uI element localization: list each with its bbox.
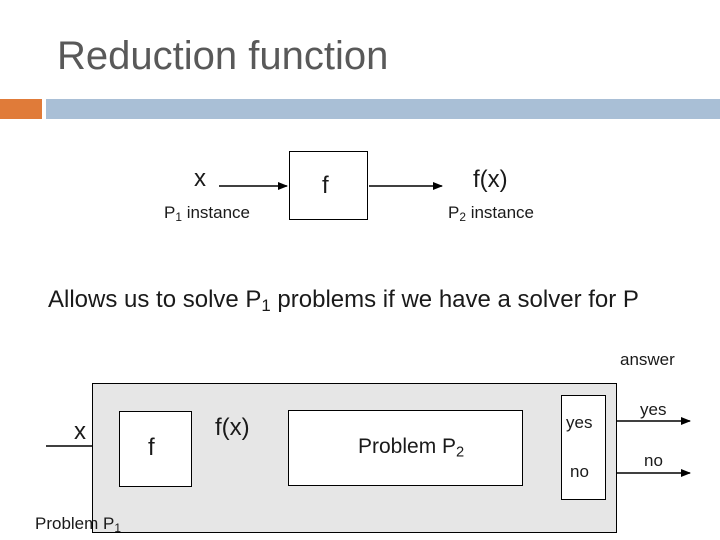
top-input-caption: P1 instance [164,203,251,224]
bottom-function-label: f [148,434,155,461]
bottom-input-label: x [74,418,86,445]
accent-bar-left [0,99,42,119]
top-output-caption: P2 instance [448,203,535,224]
statement-text: Allows us to solve P1 problems if we hav… [48,286,639,316]
intermediate-label: f(x) [215,414,250,441]
inner-yes-label: yes [566,413,593,432]
outer-no-label: no [644,451,663,470]
outer-yes-label: yes [640,400,667,419]
container-label: Problem P1 [35,514,121,535]
top-function-box [289,151,368,220]
answer-label: answer [620,350,675,369]
top-output-label: f(x) [473,166,508,193]
accent-bar-right [46,99,720,119]
top-function-label: f [322,172,329,199]
inner-no-label: no [570,462,589,481]
top-input-label: x [194,165,206,192]
bottom-function-box [119,411,192,487]
slide-title: Reduction function [57,34,389,78]
solver-box [288,410,523,486]
solver-output-box [561,395,606,500]
solver-label: Problem P2 [358,435,465,461]
